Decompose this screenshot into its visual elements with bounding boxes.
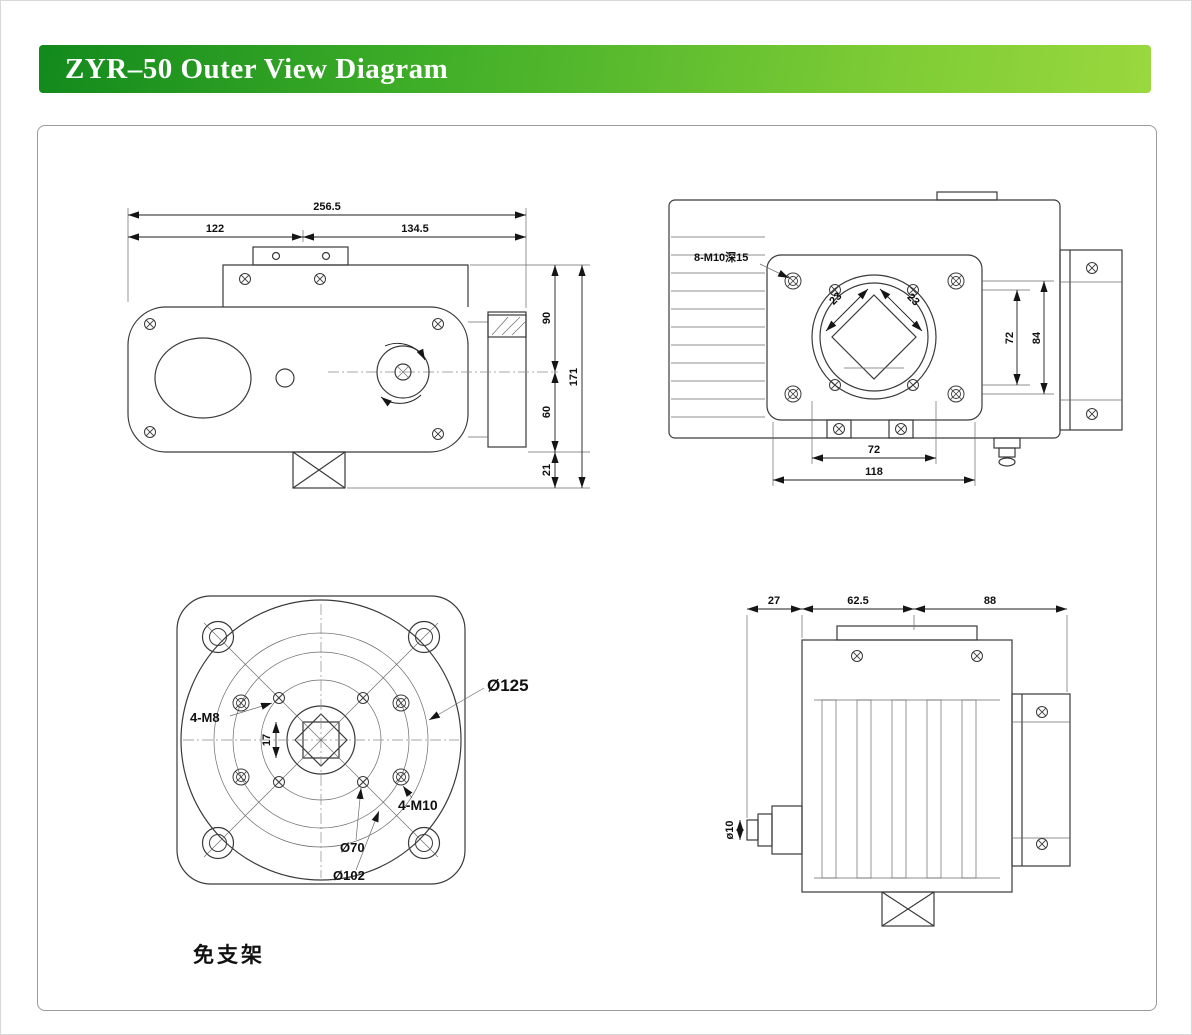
- dim-depth-right: 88: [984, 595, 996, 607]
- dim-depth-left: 62.5: [847, 595, 868, 607]
- dim-vertical-outer: 84: [1031, 331, 1043, 344]
- dim-horizontal-outer: 118: [865, 466, 883, 478]
- flange-view-outline: [176, 595, 466, 885]
- rear-view-drawing: 27 62.5 88 ø10: [724, 595, 1071, 927]
- dim-shaft-height: 21: [541, 464, 553, 476]
- dim-gland-dia: ø10: [724, 821, 736, 840]
- dim-shaft-width: 17: [261, 734, 273, 746]
- label-bolt-holes: 8-M10深15: [694, 250, 748, 264]
- label-circle-102: Ø102: [333, 868, 365, 883]
- dim-width-right: 134.5: [401, 223, 429, 235]
- title-banner: ZYR–50 Outer View Diagram: [39, 45, 1151, 93]
- side-view-dimensions: 256.5 122 134.5 90 60 21 171: [127, 201, 590, 489]
- dim-depth-gland: 27: [768, 595, 780, 607]
- flange-view-dimensions: Ø125 4-M8 17 4-M10 Ø70 Ø102 免支架: [190, 676, 529, 967]
- dim-total-width: 256.5: [313, 201, 341, 213]
- dim-height-total: 171: [568, 368, 580, 386]
- label-bolt-circle: Ø125: [487, 676, 529, 695]
- flange-view-drawing: Ø125 4-M8 17 4-M10 Ø70 Ø102 免支架: [176, 595, 529, 967]
- dim-vertical-inner: 72: [1004, 332, 1016, 344]
- label-circle-70: Ø70: [340, 840, 365, 855]
- dim-width-left: 122: [206, 223, 224, 235]
- rear-view-outline: [746, 625, 1071, 927]
- front-view-outline: [668, 191, 1123, 467]
- dim-horizontal-inner: 72: [868, 444, 880, 456]
- drawing-sheet: 256.5 122 134.5 90 60 21 171: [37, 125, 1157, 1011]
- page-title: ZYR–50 Outer View Diagram: [65, 52, 449, 85]
- dim-height-upper: 90: [541, 312, 553, 324]
- label-m8-holes: 4-M8: [190, 710, 220, 725]
- dim-height-lower: 60: [541, 406, 553, 418]
- flange-caption: 免支架: [193, 943, 265, 967]
- label-m10-holes: 4-M10: [398, 797, 438, 813]
- side-view-drawing: 256.5 122 134.5 90 60 21 171: [127, 201, 590, 489]
- front-view-drawing: 8-M10深15 23 23 72 84 72 118: [668, 191, 1123, 486]
- side-view-outline: [127, 246, 558, 489]
- rear-view-dimensions: 27 62.5 88 ø10: [724, 595, 1068, 840]
